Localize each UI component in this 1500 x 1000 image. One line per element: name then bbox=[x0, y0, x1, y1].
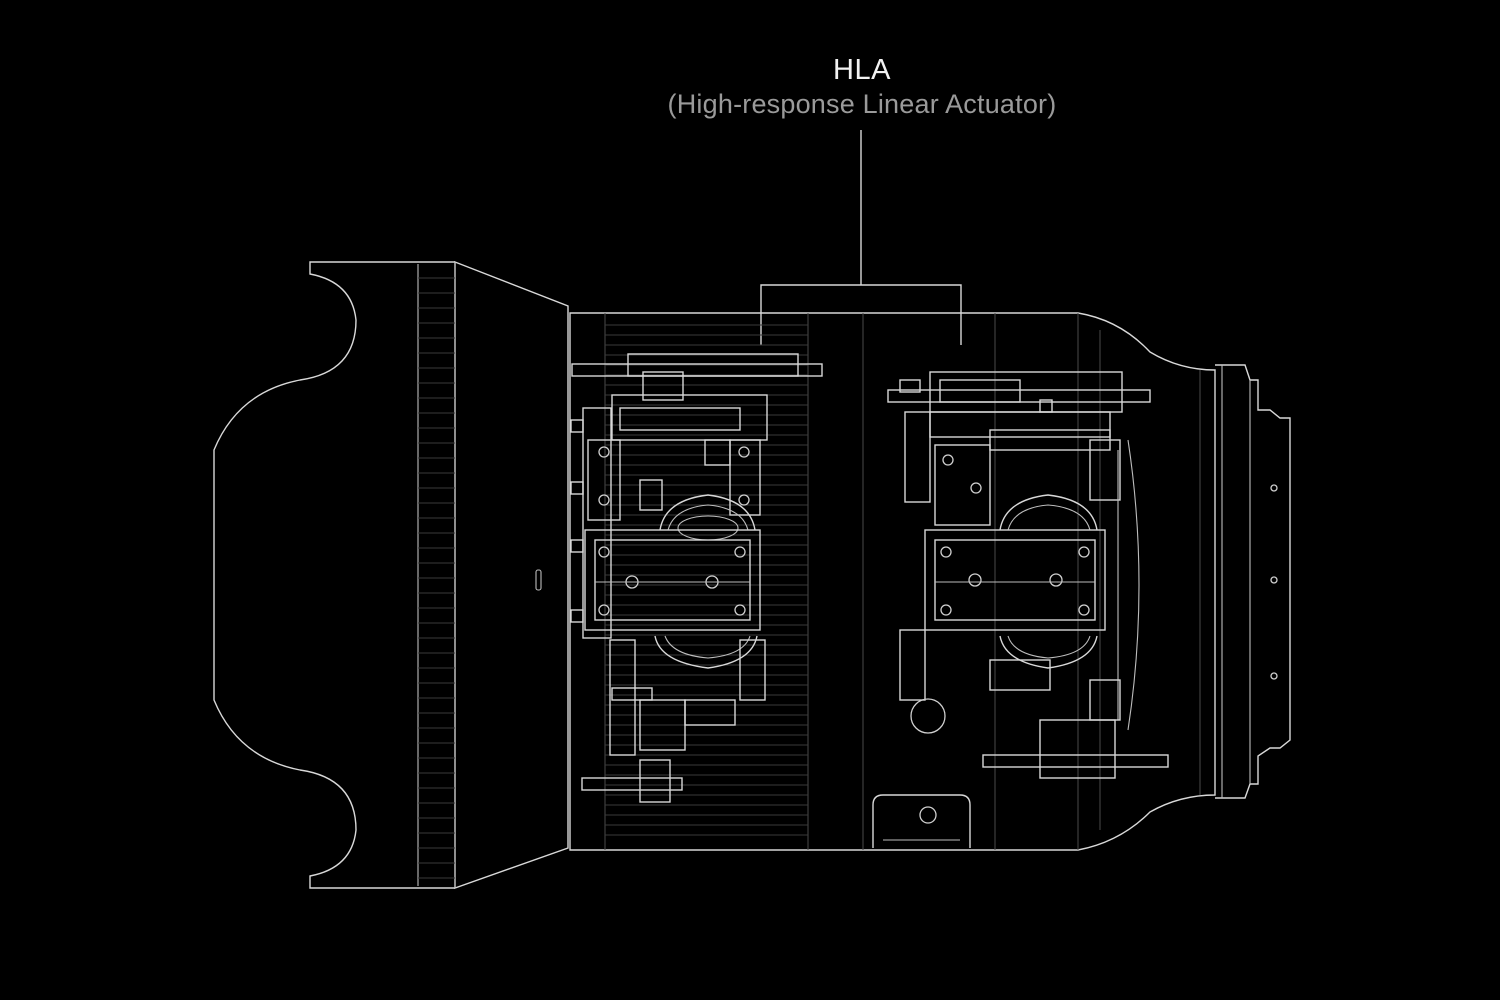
lens-hood bbox=[213, 260, 569, 889]
hood-grip-ribs bbox=[418, 277, 455, 879]
lens-mount bbox=[1215, 364, 1291, 799]
callout-subtitle: (High-response Linear Actuator) bbox=[667, 89, 1057, 119]
barrel-hatching bbox=[605, 324, 808, 836]
callout-title: HLA bbox=[833, 54, 891, 86]
hla-actuator-left bbox=[570, 353, 823, 803]
callout-leader-line bbox=[760, 130, 962, 345]
hla-callout: HLA (High-response Linear Actuator) bbox=[562, 52, 1162, 120]
hla-actuator-right bbox=[872, 371, 1169, 848]
